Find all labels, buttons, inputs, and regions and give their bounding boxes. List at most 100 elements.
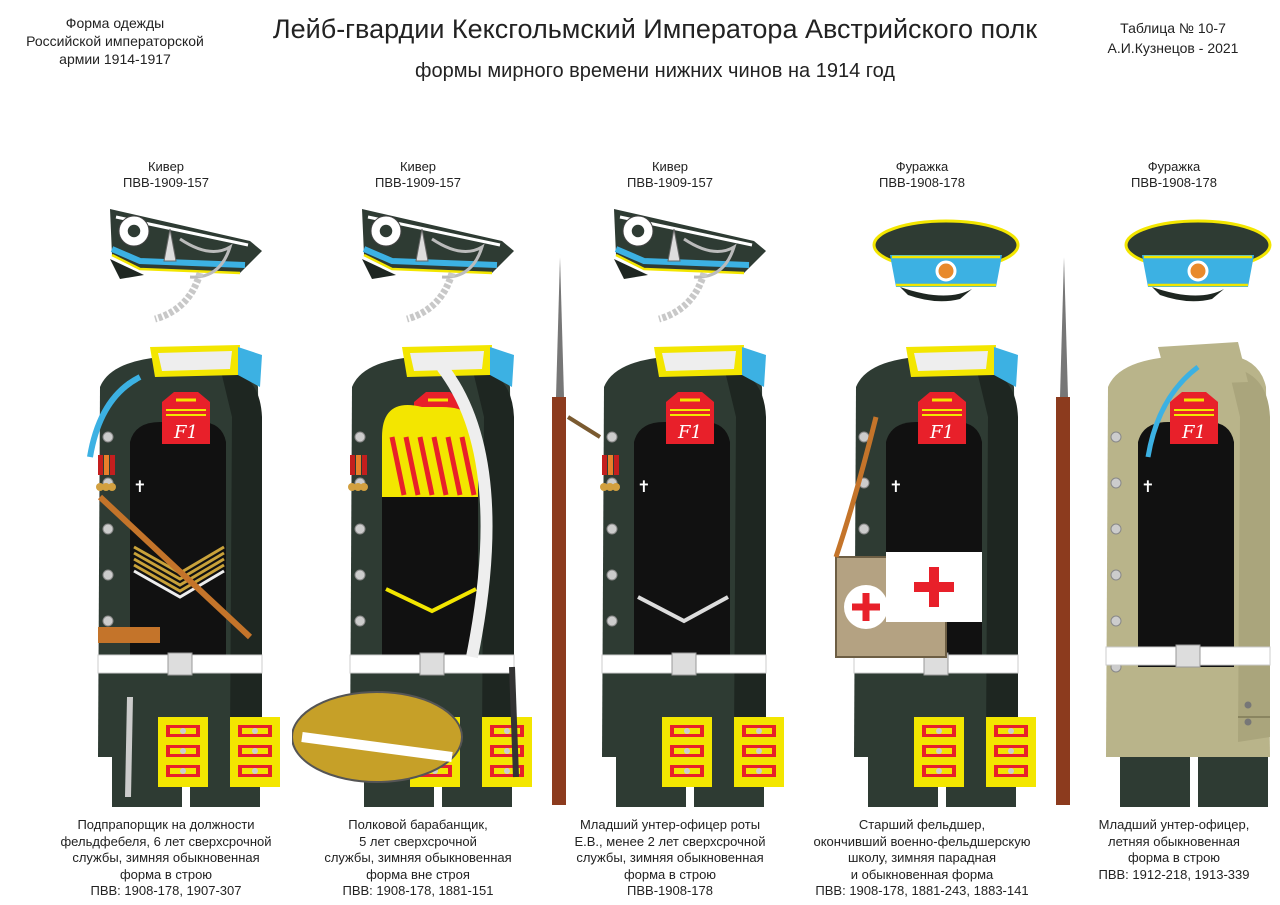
figure-caption-line: Е.В., менее 2 лет сверхсрочной <box>574 833 766 849</box>
drummer-wing-stripe <box>431 436 449 496</box>
bayonet-icon <box>556 257 564 397</box>
button-icon <box>858 523 870 535</box>
shako-yellow-band <box>363 253 493 275</box>
shako-icon <box>110 209 262 323</box>
medal-ribbon <box>98 455 103 475</box>
figure-caption-line: форма вне строя <box>366 866 470 882</box>
shoulder-cipher: F1 <box>1181 422 1206 443</box>
collar-lace <box>410 351 484 371</box>
tunic-sleeve <box>220 367 262 742</box>
rank-chevron <box>385 587 477 614</box>
collar-lace <box>914 351 988 371</box>
figure-caption-line: окончивший военно-фельдшерскую <box>813 833 1031 849</box>
cap-visor <box>1152 287 1224 302</box>
star-center-icon <box>630 223 646 239</box>
drummer-wing-stripe <box>459 436 477 496</box>
button-icon <box>1110 523 1122 535</box>
page-subtitle: формы мирного времени нижних чинов на 19… <box>415 60 895 82</box>
uniform-figure: ✝F1 <box>87 345 280 807</box>
headgear-label-line: ПВВ-1908-178 <box>1131 175 1217 190</box>
button-icon <box>606 431 618 443</box>
medal-ribbon <box>602 455 607 475</box>
figure-caption: Младший унтер-офицер,летняя обыкновенная… <box>1048 817 1280 883</box>
sword-belt <box>97 494 253 640</box>
figure-caption-line: фельдфебеля, 6 лет сверхсрочной <box>60 833 272 849</box>
drum-icon <box>292 691 463 783</box>
medal-ribbon <box>110 455 115 475</box>
rank-chevron <box>133 563 225 593</box>
shoulder-strap <box>918 392 966 444</box>
button-icon <box>1008 768 1014 774</box>
button-icon <box>102 615 114 627</box>
figure-caption-line: ПВВ: 1908-178, 1881-151 <box>342 883 494 898</box>
front-panel <box>130 422 226 667</box>
medal-ribbon <box>614 455 619 475</box>
collar <box>1158 342 1248 385</box>
series-label-line: Форма одежды <box>65 15 165 31</box>
uniform-body: ✝F1 <box>552 257 784 807</box>
figure-caption-line: службы, зимняя обыкновенная <box>324 850 512 865</box>
headgear-label-line: ПВВ-1909-157 <box>123 175 209 190</box>
button-icon <box>936 728 942 734</box>
tunic-sleeve <box>976 367 1018 742</box>
collar-blue <box>238 347 262 387</box>
drum-sling <box>437 363 493 659</box>
figure-caption-line: Подпрапорщик на должности <box>77 817 255 832</box>
medal-icon <box>360 483 368 491</box>
table-number: Таблица № 10-7 <box>1120 20 1226 36</box>
rifle-icon <box>1056 397 1070 805</box>
shako-visor <box>110 259 144 279</box>
button-icon <box>936 748 942 754</box>
figure-caption-line: Полковой барабанщик, <box>348 817 488 832</box>
series-label: Форма одежды Российской императорской ар… <box>20 14 210 68</box>
page-title: Лейб-гвардии Кексгольмский Императора Ав… <box>272 14 1038 44</box>
uniform-body: ✝F1 <box>87 345 280 807</box>
uniform-illustration: ✝F1 <box>1056 219 1272 807</box>
medal-icon <box>612 483 620 491</box>
uniform-body: ✝F1 <box>292 345 532 807</box>
button-icon <box>102 569 114 581</box>
figure-caption-line: ПВВ: 1908-178, 1907-307 <box>90 883 242 898</box>
button-icon <box>1008 748 1014 754</box>
shako-visor <box>362 259 396 279</box>
button-icon <box>504 728 510 734</box>
medal-icon <box>348 483 356 491</box>
cord-icon <box>683 237 737 279</box>
button-icon <box>756 728 762 734</box>
shoulder-strap <box>162 392 210 444</box>
medal-ribbon <box>104 455 109 475</box>
drummer-wing-stripe <box>417 436 435 496</box>
drummer-wing-stripe <box>389 436 407 496</box>
headgear-label-line: Кивер <box>651 159 689 174</box>
figure-caption: Старший фельдшер,окончивший военно-фельд… <box>796 817 1048 900</box>
tunic-sleeve <box>724 367 766 742</box>
button-icon <box>180 728 186 734</box>
uniform-figure: ✝F1 <box>833 345 1036 807</box>
uniform-figure: ✝F1 <box>552 257 784 807</box>
button-icon <box>252 728 258 734</box>
figure-caption-line: Старший фельдшер, <box>858 817 986 832</box>
collar-lace <box>158 351 232 371</box>
shako-blue-band <box>614 246 750 268</box>
drummer-wing-stripe <box>445 436 463 496</box>
rank-chevron <box>133 569 225 599</box>
table-info: Таблица № 10-7 А.И.Кузнецов - 2021 <box>1088 18 1258 58</box>
button-icon <box>606 523 618 535</box>
button-icon <box>1110 569 1122 581</box>
uniform-body: ✝F1 <box>1056 257 1271 807</box>
plume-holder-icon <box>415 228 429 262</box>
button-icon <box>1244 701 1252 709</box>
cap-visor <box>900 287 972 302</box>
uniform-figure: ✝F1 <box>1056 257 1271 807</box>
button-icon <box>504 768 510 774</box>
shako-icon <box>362 209 514 323</box>
button-icon <box>354 569 366 581</box>
headgear-label-line: ПВВ-1908-178 <box>879 175 965 190</box>
headgear-label-line: Кивер <box>147 159 185 174</box>
